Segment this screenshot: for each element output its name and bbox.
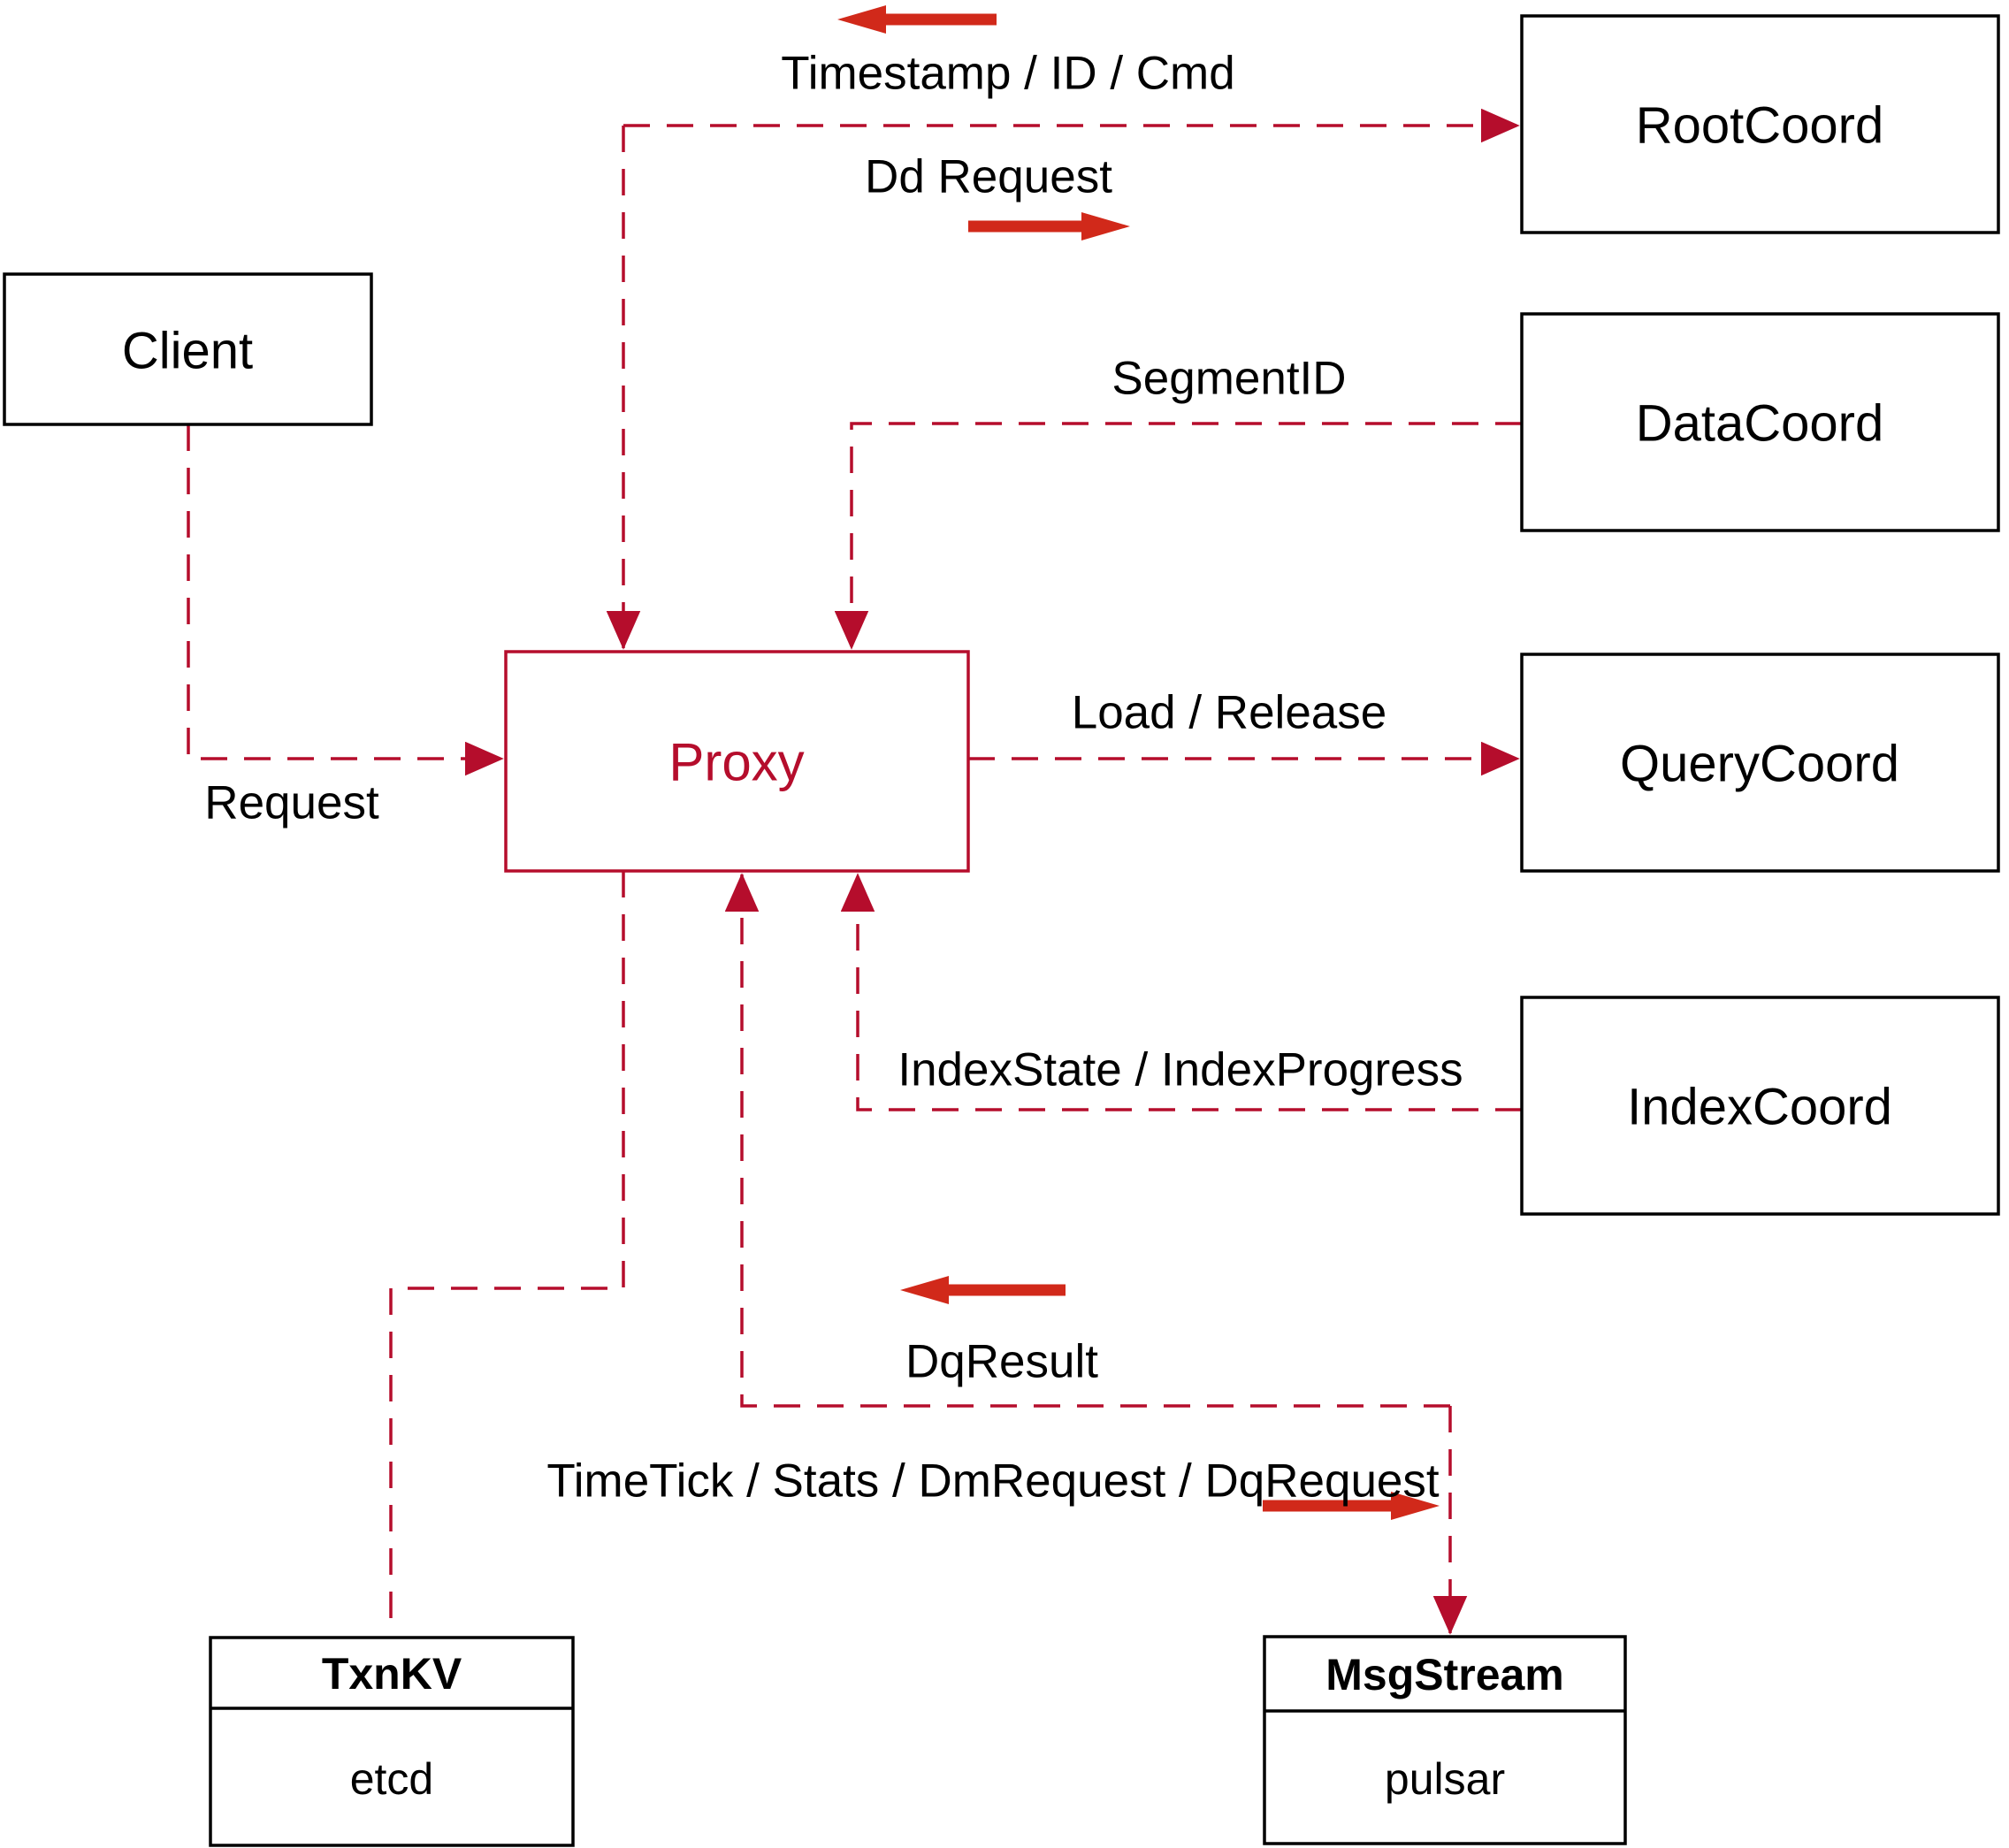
- msgstream-node: MsgStream pulsar: [1263, 1635, 1627, 1845]
- edge-proxy-txnkv: [389, 871, 625, 1634]
- querycoord-node: QueryCoord: [1520, 653, 2000, 873]
- txnkv-node: TxnKV etcd: [209, 1636, 575, 1847]
- dd-request-direction-right-arrow-icon: [968, 212, 1130, 241]
- txnkv-title: TxnKV: [322, 1649, 462, 1699]
- msgstream-subtitle: pulsar: [1385, 1754, 1505, 1804]
- rootcoord-box: [1520, 14, 2000, 234]
- querycoord-box: [1520, 653, 2000, 873]
- segment-id-label: SegmentID: [1111, 353, 1346, 405]
- indexcoord-box: [1520, 996, 2000, 1216]
- edge-msgstream-proxy: [724, 873, 1450, 1408]
- msgstream-box: [1263, 1635, 1627, 1845]
- client-label: Client: [122, 323, 253, 380]
- time-tick-direction-right-arrow-icon: [1263, 1492, 1440, 1520]
- time-tick-label: TimeTick / Stats / DmRequest / DqRequest: [546, 1455, 1440, 1508]
- rootcoord-node: RootCoord: [1520, 14, 2000, 234]
- txnkv-box: [209, 1636, 575, 1847]
- timestamp-direction-left-arrow-icon: [837, 5, 997, 34]
- proxy-box: [504, 650, 970, 873]
- querycoord-label: QueryCoord: [1620, 736, 1899, 793]
- txnkv-subtitle: etcd: [350, 1754, 434, 1804]
- timestamp-id-cmd-label: Timestamp / ID / Cmd: [781, 48, 1234, 100]
- index-state-label: IndexState / IndexProgress: [898, 1044, 1463, 1096]
- indexcoord-label: IndexCoord: [1627, 1079, 1892, 1136]
- dq-result-direction-left-arrow-icon: [900, 1276, 1066, 1304]
- edge-indexcoord-proxy: [840, 873, 1522, 1111]
- load-release-label: Load / Release: [1072, 687, 1387, 739]
- msgstream-title: MsgStream: [1325, 1650, 1564, 1699]
- edge-label-layer: Timestamp / ID / Cmd Dd Request SegmentI…: [204, 48, 1463, 1508]
- client-box: [3, 272, 373, 426]
- dq-result-label: DqResult: [905, 1336, 1098, 1388]
- proxy-node: Proxy: [504, 650, 970, 873]
- edge-datacoord-proxy: [834, 422, 1522, 650]
- datacoord-label: DataCoord: [1636, 395, 1883, 453]
- client-node: Client: [3, 272, 373, 426]
- indexcoord-node: IndexCoord: [1520, 996, 2000, 1216]
- request-label: Request: [204, 777, 379, 829]
- edge-client-proxy: [187, 424, 504, 776]
- dd-request-label: Dd Request: [865, 151, 1112, 203]
- datacoord-box: [1520, 312, 2000, 532]
- edges: [187, 108, 1522, 1635]
- rootcoord-label: RootCoord: [1636, 97, 1883, 155]
- proxy-label: Proxy: [668, 733, 804, 792]
- direction-arrows: [837, 5, 1440, 1520]
- datacoord-node: DataCoord: [1520, 312, 2000, 532]
